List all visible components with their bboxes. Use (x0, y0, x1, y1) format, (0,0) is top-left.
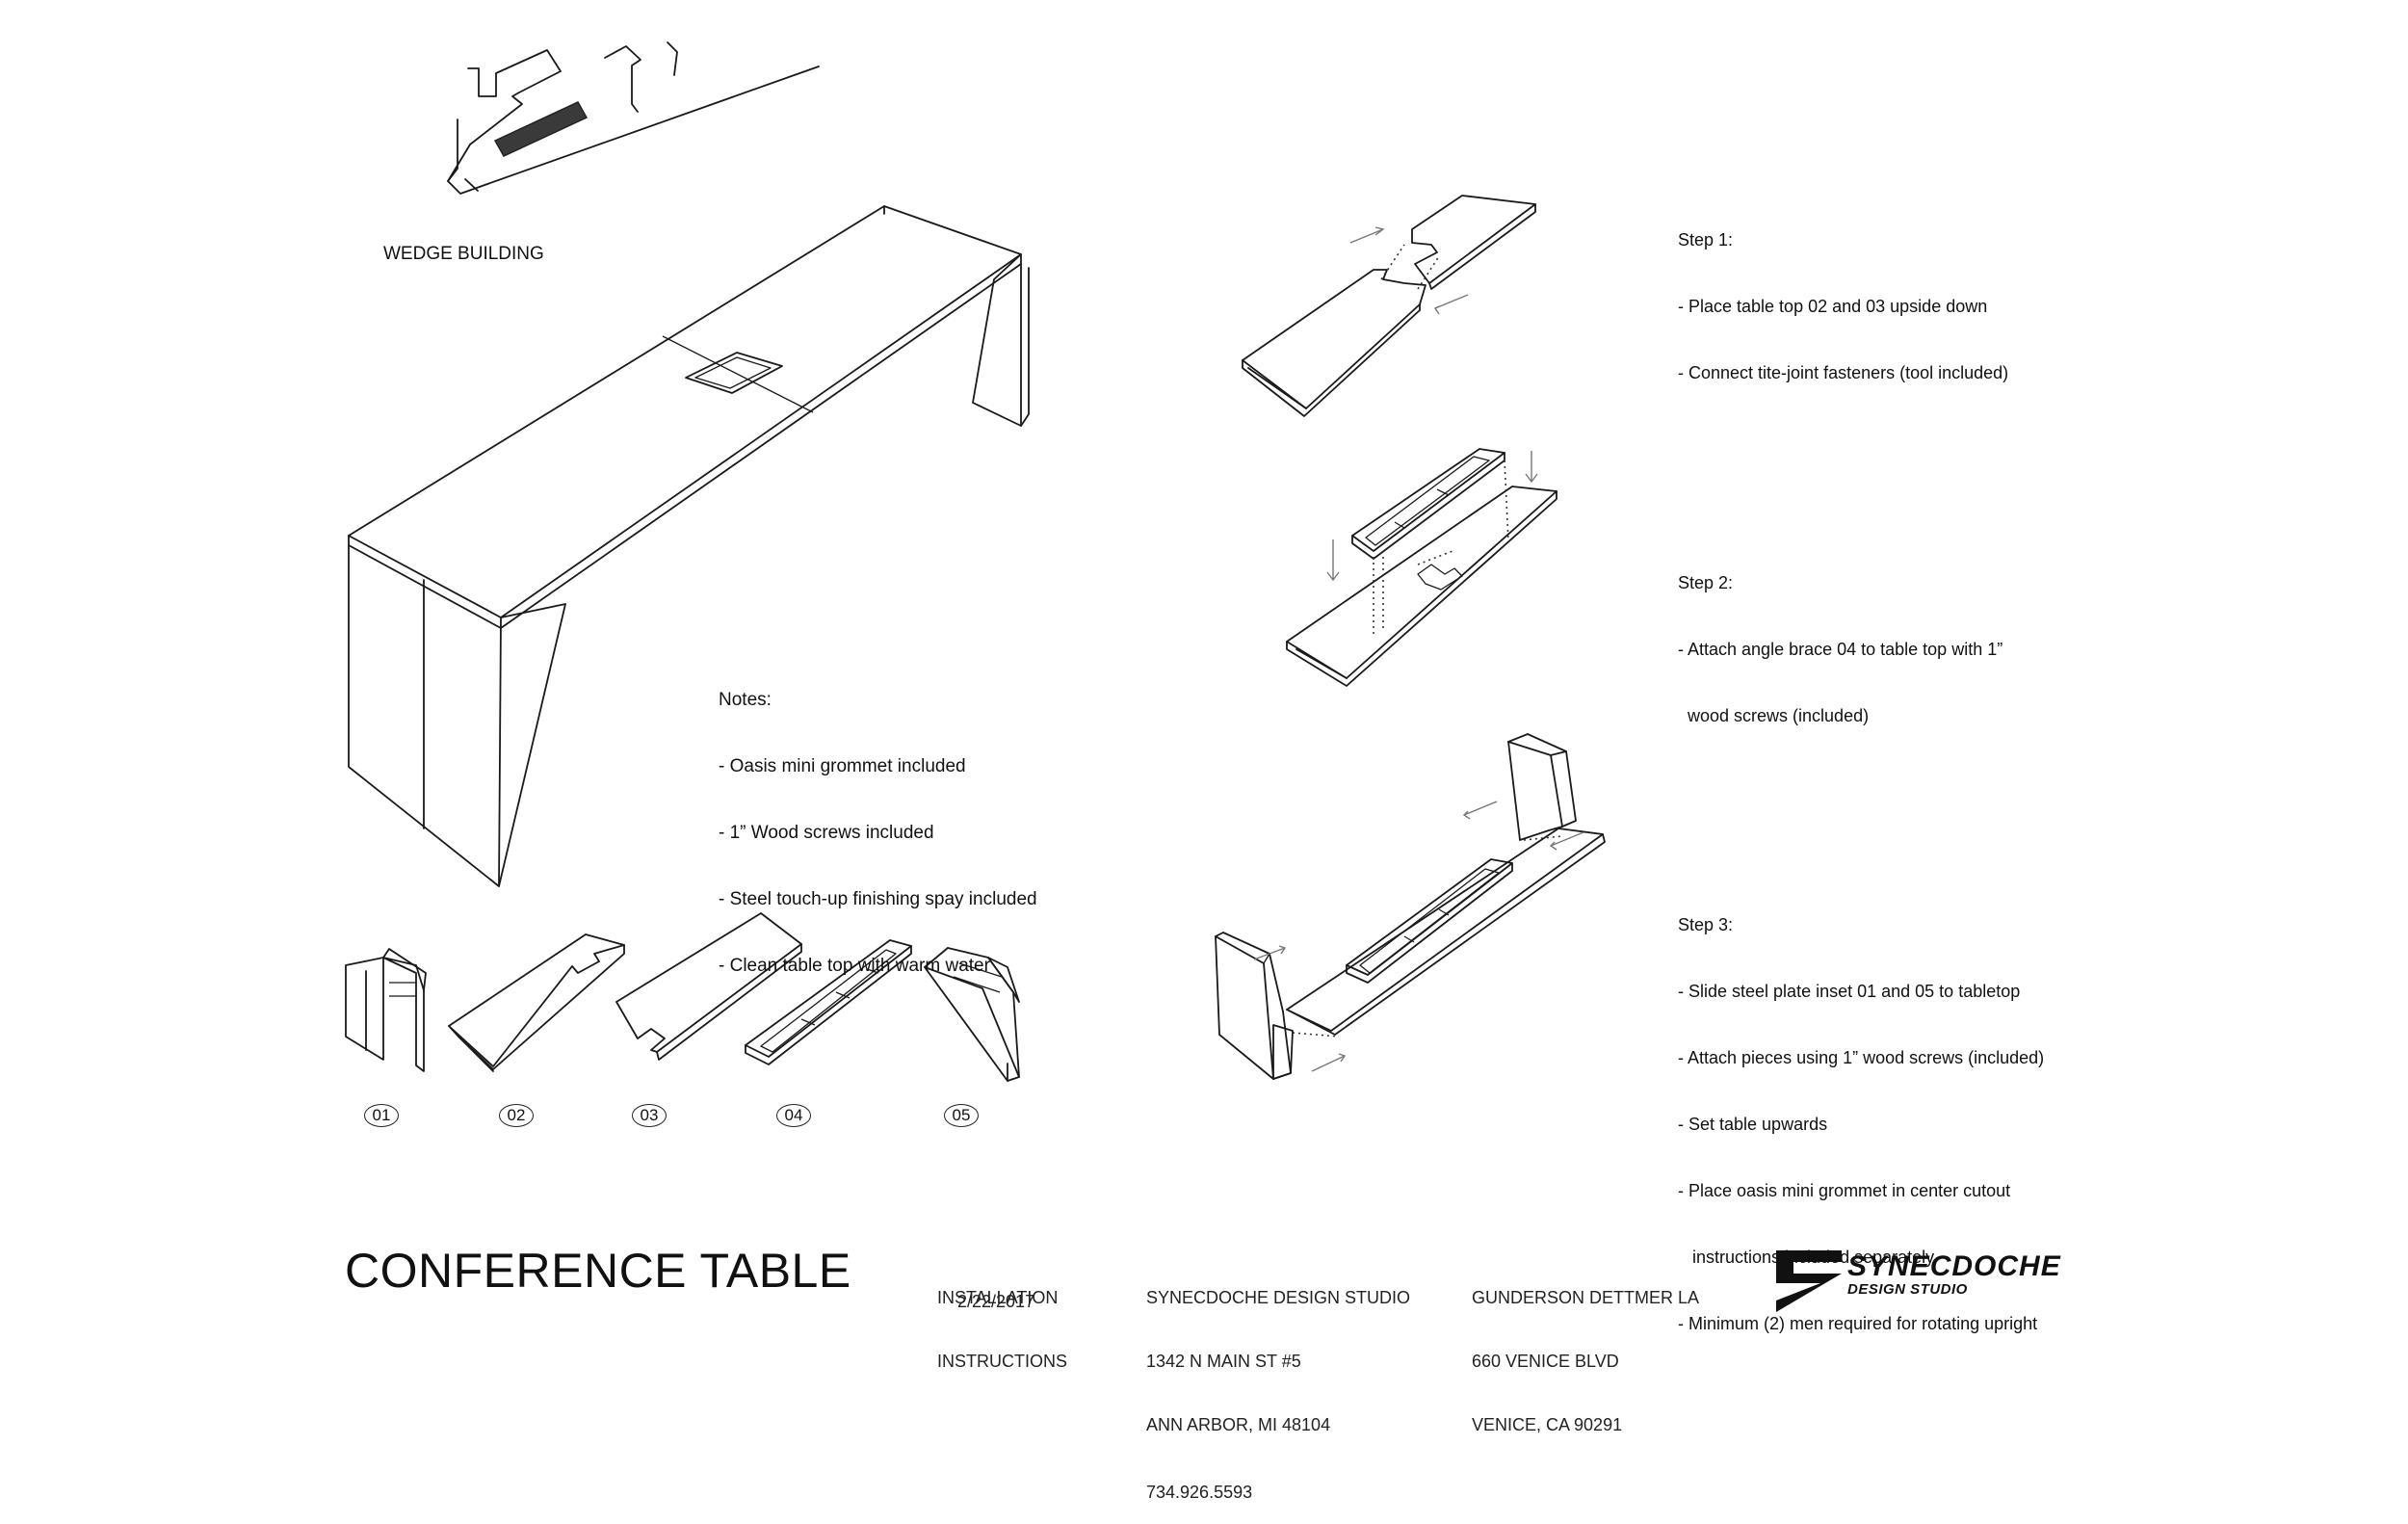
studio-phone: 734.926.5593 (1146, 1483, 1253, 1502)
step2-drawing (1286, 448, 1557, 687)
client-address1: 660 VENICE BLVD (1472, 1352, 1619, 1371)
client-name: GUNDERSON DETTMER LA (1472, 1288, 1700, 1307)
step2-text: Step 2: - Attach angle brace 04 to table… (1678, 528, 2002, 749)
studio-address1: 1342 N MAIN ST #5 (1146, 1352, 1301, 1371)
site-plan-diagram (447, 41, 820, 195)
part-label-05: 05 (944, 1104, 979, 1127)
step2-line: - Attach angle brace 04 to table top wit… (1678, 640, 2003, 659)
studio-address2: ANN ARBOR, MI 48104 (1146, 1415, 1331, 1434)
step1-text: Step 1: - Place table top 02 and 03 upsi… (1678, 185, 2008, 407)
studio-address-block: SYNECDOCHE DESIGN STUDIO 1342 N MAIN ST … (1146, 1245, 1410, 1524)
part-label-03: 03 (632, 1104, 667, 1127)
client-address-block: GUNDERSON DETTMER LA 660 VENICE BLVD VEN… (1472, 1245, 1699, 1457)
step2-line: wood screws (included) (1678, 706, 1870, 725)
wedge-building-highlight (493, 101, 589, 157)
step3-text: Step 3: - Slide steel plate inset 01 and… (1678, 870, 2044, 1357)
doc-type-line2: INSTRUCTIONS (937, 1352, 1067, 1371)
doc-type: INSTALLATION INSTRUCTIONS (937, 1245, 1067, 1393)
step1-drawing (1242, 195, 1536, 417)
note-item: - Clean table top with warm water (719, 956, 990, 976)
note-item: - Oasis mini grommet included (719, 756, 966, 776)
parts-exploded-drawing (345, 912, 1020, 1082)
step1-line: - Connect tite-joint fasteners (tool inc… (1678, 363, 2009, 382)
part-label-02: 02 (499, 1104, 534, 1127)
step3-line: - Place oasis mini grommet in center cut… (1678, 1181, 2011, 1200)
step3-line: - Slide steel plate inset 01 and 05 to t… (1678, 982, 2021, 1001)
installation-drawing (345, 41, 1842, 1312)
drawing-title: CONFERENCE TABLE (345, 1244, 851, 1298)
logo-mark (1776, 1250, 1842, 1312)
studio-name: SYNECDOCHE DESIGN STUDIO (1146, 1288, 1411, 1307)
drawing-date: 2/22/2017 (957, 1292, 1035, 1311)
assembled-table-drawing (348, 205, 1030, 887)
notes-heading: Notes: (719, 690, 772, 710)
wedge-building-label: WEDGE BUILDING (383, 244, 544, 264)
notes-block: Notes: - Oasis mini grommet included - 1… (719, 644, 1037, 999)
step3-heading: Step 3: (1678, 915, 1734, 934)
logo-name: SYNECDOCHE (1847, 1250, 2061, 1282)
logo-subtitle: DESIGN STUDIO (1847, 1281, 1968, 1298)
step2-heading: Step 2: (1678, 573, 1734, 592)
doc-type-line1: INSTALLATION (937, 1288, 1059, 1307)
part-label-01: 01 (364, 1104, 399, 1127)
part-label-04: 04 (776, 1104, 811, 1127)
step1-line: - Place table top 02 and 03 upside down (1678, 297, 1988, 316)
note-item: - Steel touch-up finishing spay included (719, 889, 1037, 909)
note-item: - 1” Wood screws included (719, 823, 934, 843)
step3-drawing (1215, 733, 1606, 1080)
step1-heading: Step 1: (1678, 230, 1734, 250)
step3-line: - Attach pieces using 1” wood screws (in… (1678, 1048, 2045, 1067)
step3-line: - Set table upwards (1678, 1115, 1828, 1134)
step3-line: instructions included separately (1678, 1248, 1935, 1267)
client-address2: VENICE, CA 90291 (1472, 1415, 1623, 1434)
step3-line: - Minimum (2) men required for rotating … (1678, 1314, 2038, 1333)
